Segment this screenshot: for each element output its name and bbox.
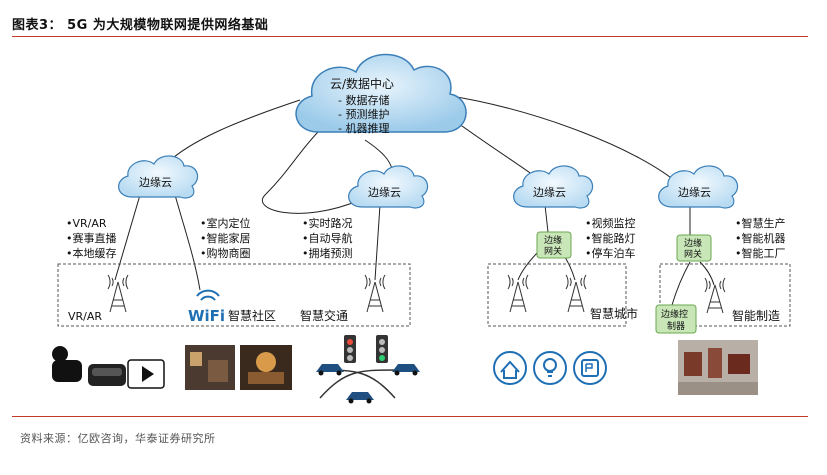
bullet-item: •智能机器 (735, 231, 786, 245)
zone-label-vr: VR/AR (68, 310, 102, 323)
controller-label: 制器 (667, 320, 685, 332)
edge-cloud-label: 边缘云 (139, 176, 172, 189)
bullet-item: •本地缓存 (66, 246, 117, 260)
bullet-list-traffic: •实时路况 •自动导航 •拥堵预测 (302, 216, 353, 260)
vr-goggles-icon (88, 364, 126, 386)
central-cloud-item: - 机器推理 (338, 121, 389, 135)
street-light-icon (533, 351, 567, 385)
source-note: 资料来源：亿欧咨询，华泰证券研究所 (20, 432, 216, 445)
shopping-photo (240, 345, 292, 390)
bullet-item: •停车泊车 (585, 246, 636, 260)
smart-home-icon (493, 351, 527, 385)
edge-cloud-2: 边缘云 (348, 165, 429, 209)
edge-gateway-factory: 边缘 网关 (676, 234, 712, 262)
wifi-text: WiFi (188, 307, 225, 325)
bullet-item: •视频监控 (585, 216, 636, 230)
parking-icon (573, 351, 607, 385)
zone-frame-left (57, 263, 411, 327)
footer-divider (12, 416, 808, 417)
zone-label-traffic: 智慧交通 (300, 308, 348, 323)
community-photo (185, 345, 235, 390)
bullet-list-city: •视频监控 •智能路灯 •停车泊车 (585, 216, 636, 260)
controller-label: 边缘控 (661, 308, 688, 320)
bullet-item: •智能路灯 (585, 231, 636, 245)
cell-tower-icon (565, 274, 587, 313)
gateway-label: 网关 (684, 248, 702, 260)
cell-tower-icon (107, 274, 129, 313)
bullet-item: •室内定位 (200, 216, 251, 230)
video-play-icon (127, 359, 165, 389)
gateway-label: 边缘 (544, 234, 562, 246)
bullet-item: •VR/AR (66, 217, 107, 230)
edge-cloud-label: 边缘云 (368, 186, 401, 199)
car-icon (316, 364, 420, 404)
bullet-item: •智能家居 (200, 231, 251, 245)
bullet-item: •智慧生产 (735, 216, 786, 230)
gateway-label: 网关 (544, 245, 562, 257)
bullet-item: •自动导航 (302, 231, 353, 245)
figure-title: 图表3： 5G 为大规模物联网提供网络基础 (12, 18, 269, 33)
edge-cloud-3: 边缘云 (513, 165, 594, 209)
zone-label-city: 智慧城市 (590, 306, 638, 321)
zone-frame-manufacturing (659, 263, 791, 327)
title-divider (12, 36, 808, 37)
edge-cloud-label: 边缘云 (678, 186, 711, 199)
bullet-item: •购物商圈 (200, 246, 251, 260)
bullet-list-manufacturing: •智慧生产 •智能机器 •智能工厂 (735, 216, 786, 260)
bullet-item: •赛事直播 (66, 231, 117, 245)
edge-cloud-1: 边缘云 (118, 155, 199, 199)
bullet-item: •拥堵预测 (302, 246, 353, 260)
central-cloud-item: - 预测维护 (338, 107, 389, 121)
bullet-list-vr: •VR/AR •赛事直播 •本地缓存 (66, 217, 117, 260)
central-cloud: 云/数据中心 - 数据存储 - 预测维护 - 机器推理 (295, 53, 467, 135)
bullet-item: •智能工厂 (735, 246, 786, 260)
edge-cloud-label: 边缘云 (533, 186, 566, 199)
zone-label-community: 智慧社区 (228, 308, 276, 323)
cell-tower-icon (364, 274, 386, 313)
bullet-item: •实时路况 (302, 216, 353, 230)
central-cloud-title: 云/数据中心 (330, 76, 394, 91)
traffic-light-icon (344, 335, 388, 363)
edge-cloud-4: 边缘云 (658, 165, 739, 209)
factory-photo (678, 340, 758, 395)
central-cloud-item: - 数据存储 (338, 93, 389, 107)
zone-label-manufacturing: 智能制造 (732, 308, 780, 323)
wifi-icon: WiFi (188, 289, 225, 325)
cell-tower-icon (507, 274, 529, 313)
cell-tower-icon (704, 277, 726, 314)
gateway-label: 边缘 (684, 237, 702, 249)
edge-controller: 边缘控 制器 (655, 304, 697, 334)
bullet-list-community: •室内定位 •智能家居 •购物商圈 (200, 216, 251, 260)
edge-gateway-city: 边缘 网关 (536, 231, 572, 259)
vr-headset-icon (52, 346, 82, 382)
